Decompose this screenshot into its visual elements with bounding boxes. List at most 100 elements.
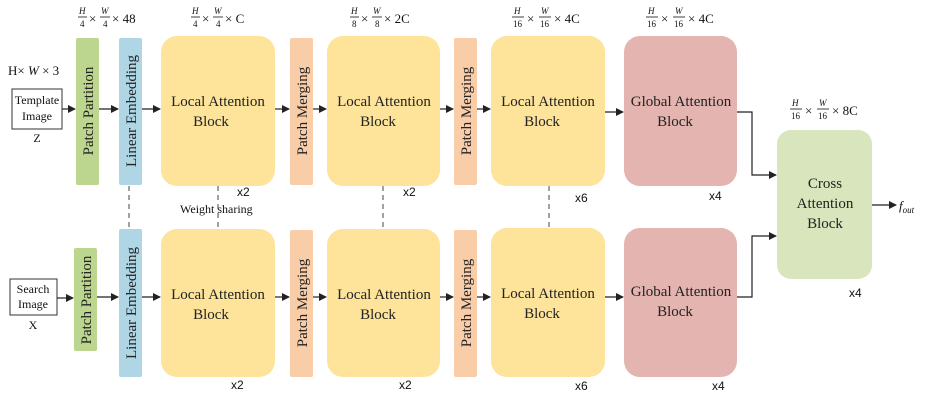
dim-stage4: H 16 × W 16 × 4C	[646, 6, 714, 29]
svg-text:H: H	[191, 6, 199, 16]
svg-text:H: H	[78, 6, 86, 16]
global-attention-top-line2: Block	[657, 114, 693, 130]
svg-text:H× W × 3: H× W × 3	[8, 63, 59, 78]
arrows-top-row	[62, 105, 777, 179]
dim-stage0: H 4 × W 4 × 48	[78, 6, 136, 29]
svg-text:8: 8	[352, 19, 357, 29]
patch-merging-top-1	[290, 38, 313, 185]
local-attention-top-1-line2: Block	[193, 114, 229, 130]
svg-text:×: ×	[527, 11, 534, 26]
local-attention-top-3-line1: Local Attention	[501, 94, 595, 110]
svg-text:H: H	[513, 6, 521, 16]
weight-sharing-label: Weight sharing	[180, 202, 253, 216]
dim-cross: H 16 × W 16 × 8C	[790, 98, 858, 121]
local-attention-top-2-line2: Block	[360, 114, 396, 130]
local-attention-block-top-1	[161, 36, 275, 186]
svg-text:W: W	[819, 98, 828, 108]
patch-partition-top	[76, 38, 99, 185]
patch-merging-top-2	[454, 38, 477, 185]
template-image-box: Template Image	[11, 88, 63, 130]
linear-embedding-top	[119, 38, 142, 185]
local-attention-top-1-line1: Local Attention	[171, 94, 265, 110]
patch-partition-bottom	[74, 248, 97, 351]
svg-text:H: H	[647, 6, 655, 16]
weight-sharing-lines	[128, 186, 550, 228]
local-attention-bottom-2-line2: Block	[360, 307, 396, 323]
svg-text:4: 4	[193, 19, 198, 29]
svg-text:4: 4	[216, 19, 221, 29]
template-image-line2: Image	[22, 109, 52, 123]
local-attention-bottom-1-line2: Block	[193, 307, 229, 323]
dim-stage1: H 4 × W 4 × C	[191, 6, 244, 29]
patch-merging-top-1-label: Patch Merging	[295, 66, 311, 155]
cross-attention-line1: Cross	[808, 176, 842, 192]
svg-text:16: 16	[818, 111, 828, 121]
local-attention-top-2-line1: Local Attention	[337, 94, 431, 110]
linear-embedding-top-label: Linear Embedding	[124, 54, 140, 167]
cross-attention-line3: Block	[807, 216, 843, 232]
multiplier-bottom-stage1: x2	[231, 378, 244, 392]
svg-text:×: ×	[361, 11, 368, 26]
multiplier-top-stage1: x2	[237, 185, 250, 199]
template-var: Z	[33, 131, 40, 145]
global-attention-block-bottom	[624, 228, 737, 377]
cross-attention-line2: Attention	[797, 196, 854, 212]
local-attention-block-bottom-2	[327, 229, 440, 377]
svg-text:× C: × C	[225, 11, 244, 26]
cross-attention-block	[777, 130, 872, 279]
local-attention-block-bottom-3	[491, 228, 605, 377]
svg-text:4: 4	[103, 19, 108, 29]
svg-text:16: 16	[647, 19, 657, 29]
local-attention-bottom-2-line1: Local Attention	[337, 287, 431, 303]
global-attention-bottom-line2: Block	[657, 304, 693, 320]
svg-text:× 4C: × 4C	[688, 11, 714, 26]
svg-text:×: ×	[89, 11, 96, 26]
arrows-bottom-row	[57, 232, 777, 302]
search-image-line1: Search	[17, 282, 50, 296]
global-attention-top-line1: Global Attention	[631, 94, 732, 110]
multiplier-top-stage3: x6	[575, 191, 588, 205]
linear-embedding-bottom	[119, 229, 142, 377]
svg-text:16: 16	[540, 19, 550, 29]
svg-text:×: ×	[202, 11, 209, 26]
global-attention-block-top	[624, 36, 737, 186]
patch-merging-bottom-1-label: Patch Merging	[295, 258, 311, 347]
local-attention-block-top-2	[327, 36, 440, 186]
local-attention-block-bottom-1	[161, 229, 275, 377]
patch-partition-bottom-label: Patch Partition	[79, 255, 95, 344]
svg-text:16: 16	[513, 19, 523, 29]
dim-input: H× W × 3	[8, 63, 59, 78]
multiplier-cross: x4	[849, 286, 862, 300]
svg-text:W: W	[373, 6, 382, 16]
svg-text:× 2C: × 2C	[384, 11, 410, 26]
local-attention-block-top-3	[491, 36, 605, 186]
patch-partition-top-label: Patch Partition	[81, 66, 97, 155]
svg-text:× 48: × 48	[112, 11, 136, 26]
patch-merging-bottom-1	[290, 230, 313, 377]
svg-text:4: 4	[80, 19, 85, 29]
multiplier-bottom-global: x4	[712, 379, 725, 393]
patch-merging-bottom-2	[454, 230, 477, 377]
patch-merging-top-2-label: Patch Merging	[459, 66, 475, 155]
svg-text:W: W	[101, 6, 110, 16]
svg-text:8: 8	[375, 19, 380, 29]
svg-text:× 8C: × 8C	[832, 103, 858, 118]
svg-text:× 4C: × 4C	[554, 11, 580, 26]
multiplier-bottom-stage2: x2	[399, 378, 412, 392]
patch-merging-bottom-2-label: Patch Merging	[459, 258, 475, 347]
svg-text:H: H	[350, 6, 358, 16]
output-label: fout	[899, 198, 915, 215]
dim-stage3: H 16 × W 16 × 4C	[512, 6, 580, 29]
svg-text:×: ×	[805, 103, 812, 118]
local-attention-bottom-3-line1: Local Attention	[501, 286, 595, 302]
svg-text:H: H	[791, 98, 799, 108]
linear-embedding-bottom-label: Linear Embedding	[124, 246, 140, 359]
svg-text:16: 16	[791, 111, 801, 121]
global-attention-bottom-line1: Global Attention	[631, 284, 732, 300]
template-image-line1: Template	[15, 93, 59, 107]
multiplier-bottom-stage3: x6	[575, 379, 588, 393]
svg-text:W: W	[541, 6, 550, 16]
svg-text:16: 16	[674, 19, 684, 29]
multiplier-top-global: x4	[709, 189, 722, 203]
